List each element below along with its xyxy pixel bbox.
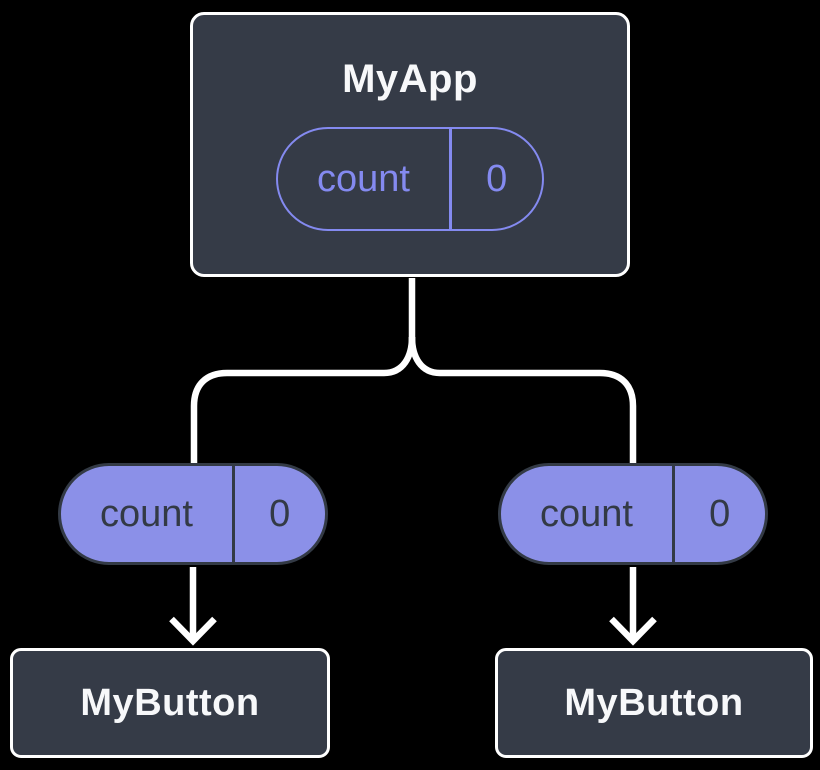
prop-pill-right: count 0 — [498, 463, 768, 565]
prop-pill-value: 0 — [709, 492, 731, 535]
state-pill-value: 0 — [486, 157, 508, 200]
mybutton-node-left: MyButton — [10, 648, 330, 758]
branch-left-line — [190, 336, 416, 465]
branch-right-line — [408, 336, 637, 465]
root-state-pill: count 0 — [276, 127, 544, 231]
prop-pill-value: 0 — [269, 492, 291, 535]
arrow-down-icon-left — [169, 616, 217, 646]
myapp-title: MyApp — [342, 57, 478, 101]
mybutton-title: MyButton — [564, 681, 744, 724]
prop-pill-name: count — [540, 492, 633, 535]
arrow-down-icon-right — [609, 616, 657, 646]
state-pill-name: count — [317, 157, 410, 200]
pill-divider — [449, 129, 452, 229]
prop-pill-name: count — [100, 492, 193, 535]
mybutton-title: MyButton — [80, 681, 260, 724]
prop-pill-left: count 0 — [58, 463, 328, 565]
myapp-node: MyApp count 0 — [190, 12, 630, 277]
pill-divider — [672, 466, 675, 562]
pill-divider — [232, 466, 235, 562]
mybutton-node-right: MyButton — [495, 648, 813, 758]
